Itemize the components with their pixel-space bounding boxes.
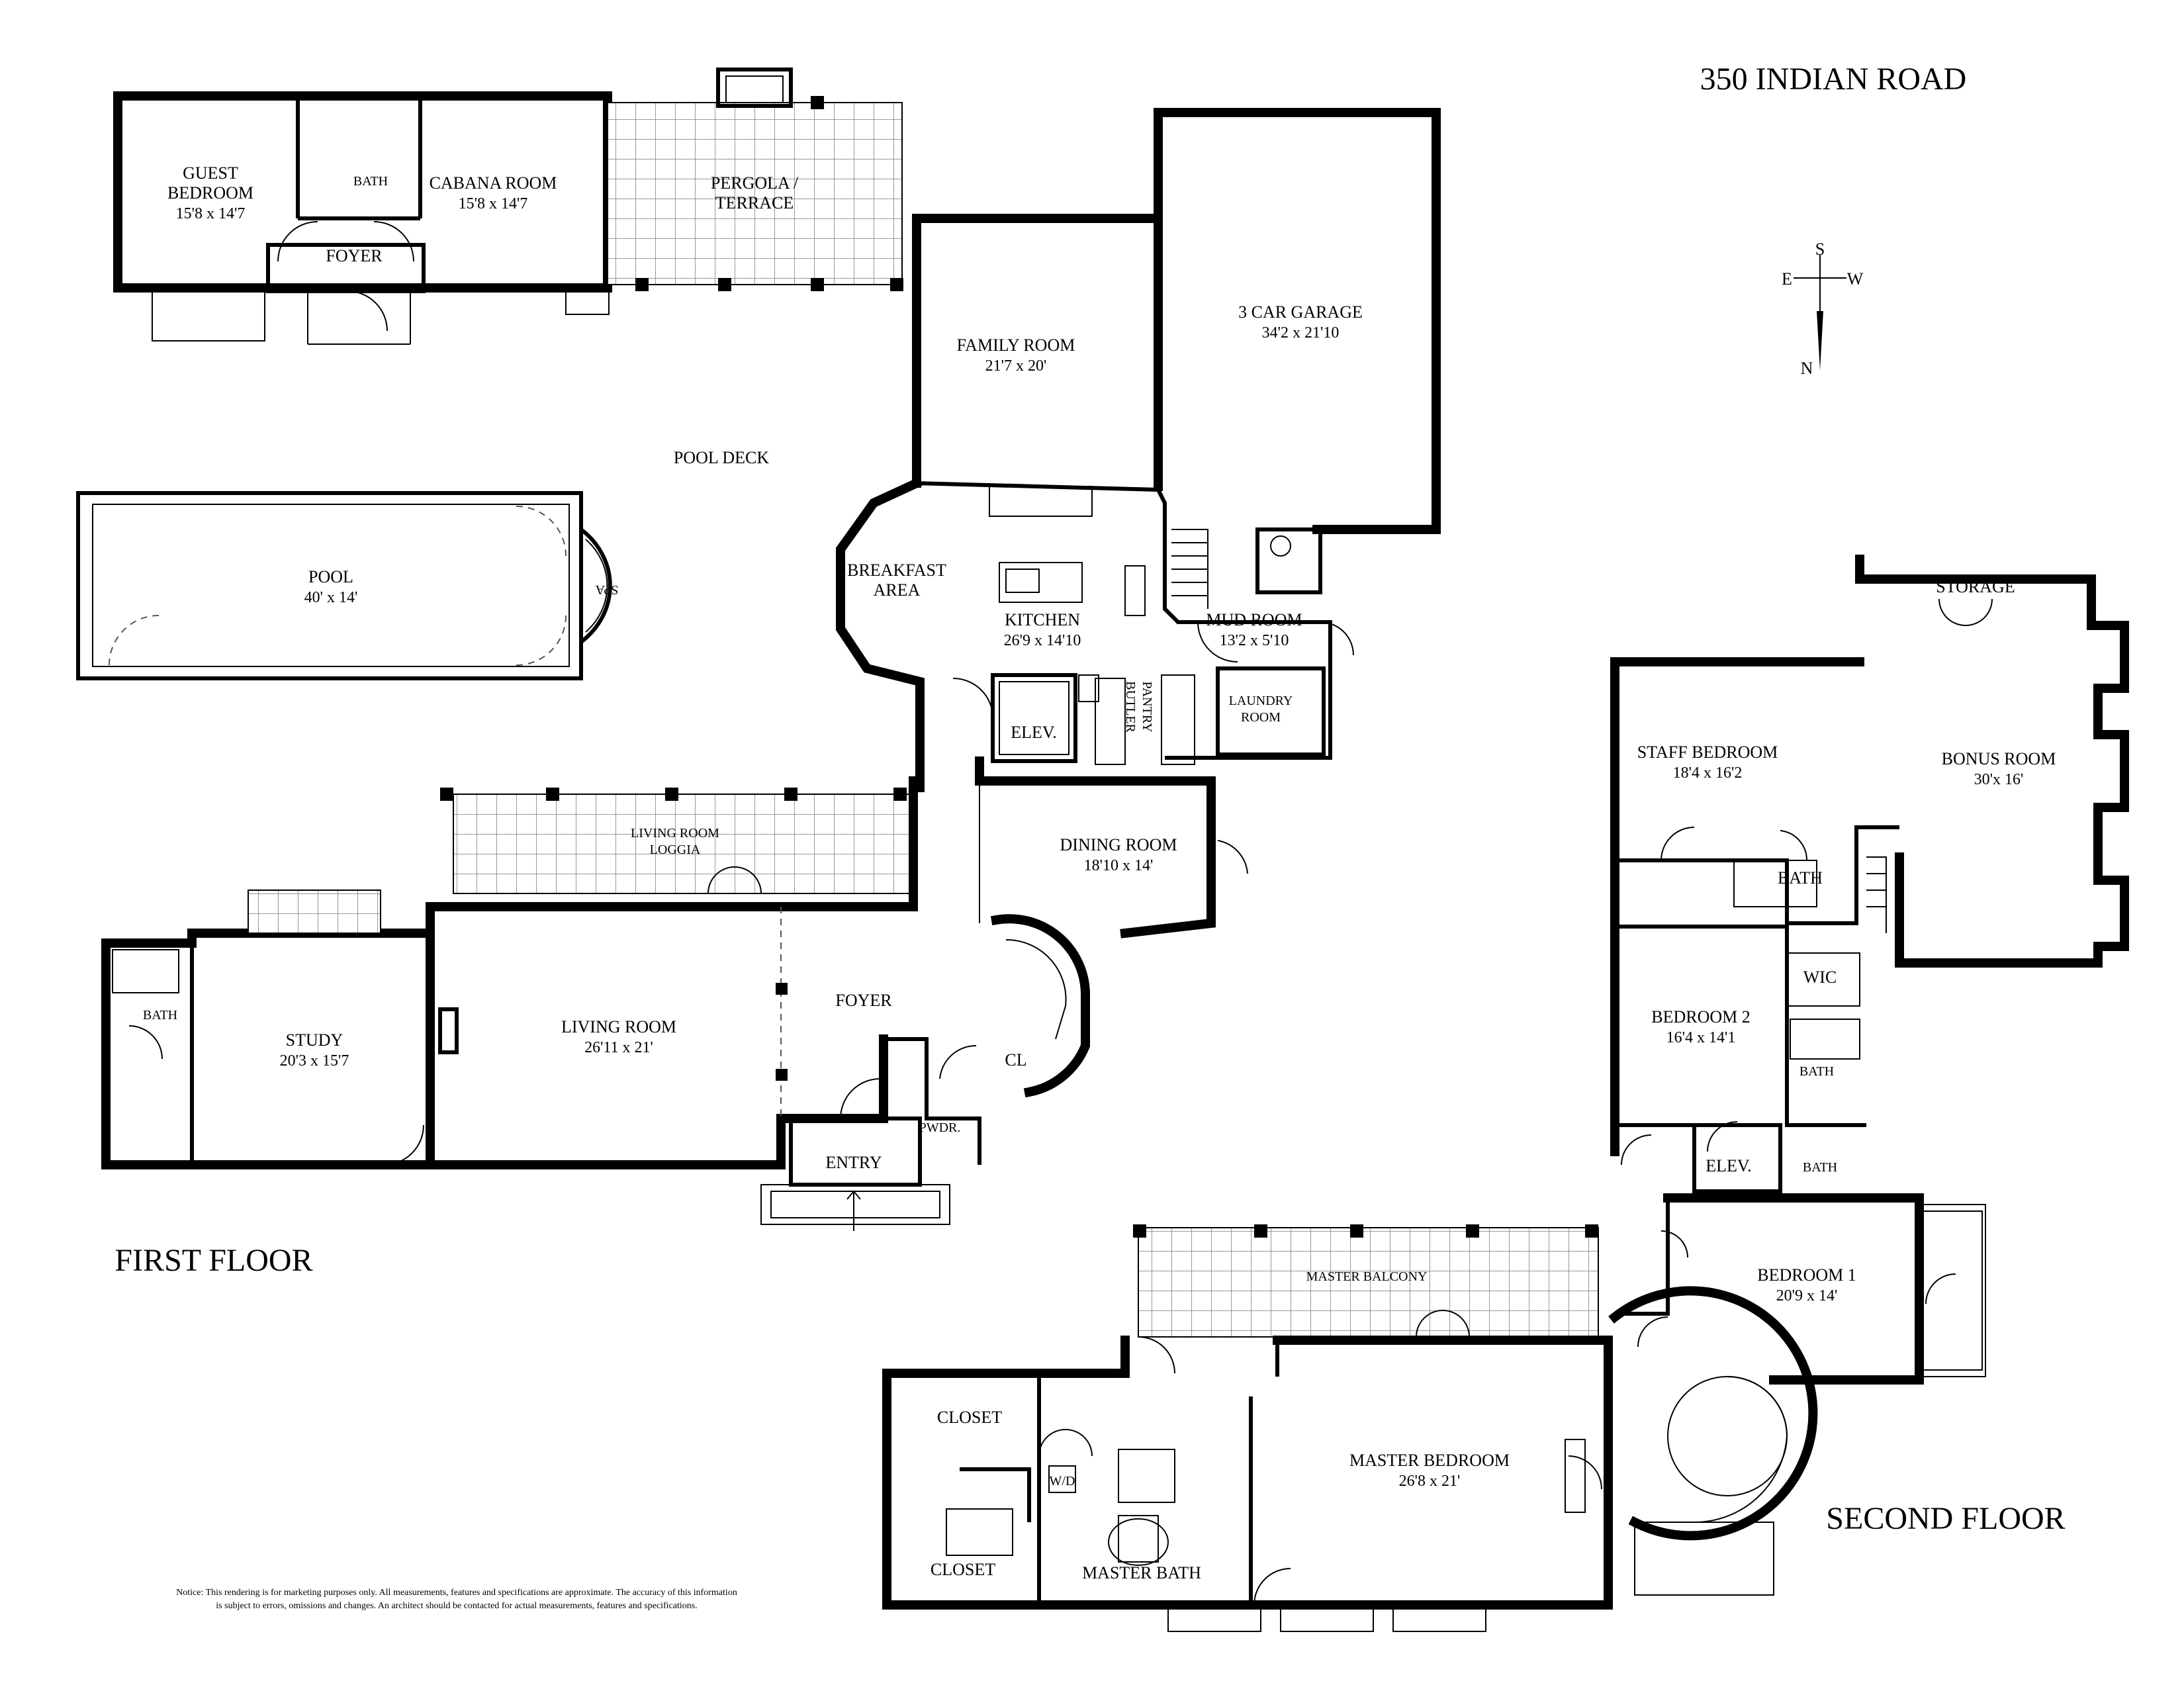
living-foyer [426,776,1090,1169]
bedroom2-bath-label: BATH [1799,1064,1834,1079]
staff-bedroom-name: STAFF BEDROOM [1637,743,1778,762]
main-house-north [836,108,1441,792]
pergola-terrace [607,68,903,291]
dining-room-dim: 18'10 x 14' [1084,857,1154,874]
laundry-name1: LAUNDRY [1229,694,1293,708]
compass-n: N [1801,359,1813,378]
study-name: STUDY [286,1030,343,1050]
garage-dim: 34'2 x 21'10 [1262,324,1340,342]
plan-title: 350 INDIAN ROAD [1700,62,1967,97]
spa-label: SPA [595,582,618,597]
guest-bedroom-name2: BEDROOM [167,183,253,203]
mud-room-name: MUD ROOM [1206,610,1302,629]
family-room-dim: 21'7 x 20' [985,357,1047,375]
pool-name: POOL [308,567,353,586]
breakfast-name1: BREAKFAST [847,561,946,580]
compass-w: W [1847,269,1864,289]
guest-bath-label: BATH [353,174,388,189]
breakfast-name2: AREA [874,580,921,600]
loggia-name2: LOGGIA [650,843,701,857]
master-balcony [1133,1224,1599,1338]
dining-room-name: DINING ROOM [1060,835,1177,854]
bedroom1-outline [1615,1193,1986,1385]
guest-bedroom-dim: 15'8 x 14'7 [176,205,246,222]
master-bath-label: MASTER BATH [1082,1563,1201,1582]
closet-top-label: CLOSET [937,1408,1002,1427]
second-floor-label: SECOND FLOOR [1826,1501,2065,1536]
living-room-loggia [440,788,911,894]
kitchen-name: KITCHEN [1005,610,1080,629]
wic-label: WIC [1803,968,1837,987]
kitchen-dim: 26'9 x 14'10 [1004,632,1081,649]
entry-steps [760,1117,950,1231]
closet-cl-label: CL [1005,1050,1026,1070]
bedroom1-name: BEDROOM 1 [1757,1265,1856,1285]
staff-bedroom-outline [1610,657,1899,1156]
staff-bath-label: BATH [1778,868,1823,888]
butler-name1: BUTLER [1123,681,1138,733]
closet-bottom-label: CLOSET [931,1560,995,1579]
first-floor-label: FIRST FLOOR [114,1243,312,1278]
pool-dim: 40' x 14' [304,589,358,606]
entry-label: ENTRY [825,1153,882,1172]
butler-name2: PANTRY [1140,681,1154,732]
laundry-name2: ROOM [1241,710,1281,725]
bedroom1-bath-label: BATH [1803,1160,1837,1175]
bonus-room-outline [1855,555,2129,968]
master-bedroom-name: MASTER BEDROOM [1349,1451,1510,1470]
powder-room-label: PWDR. [919,1120,961,1135]
family-room-name: FAMILY ROOM [957,336,1075,355]
bonus-room-name: BONUS ROOM [1942,749,2056,768]
storage-label: STORAGE [1936,577,2015,596]
pool [76,491,612,680]
study-wing [101,889,435,1169]
notice-line2: is subject to errors, omissions and chan… [216,1601,697,1611]
elevator-label-second: ELEV. [1706,1156,1752,1175]
master-suite-outline [882,1336,1613,1632]
compass [1794,255,1846,371]
living-room-dim: 26'11 x 21' [584,1039,653,1056]
bedroom2-name: BEDROOM 2 [1651,1007,1751,1026]
master-bedroom-dim: 26'8 x 21' [1399,1473,1461,1490]
pergola-name1: PERGOLA / [711,173,799,193]
living-room-name: LIVING ROOM [561,1017,676,1036]
study-dim: 20'3 x 15'7 [280,1052,349,1070]
guest-bedroom-name1: GUEST [183,163,238,183]
bonus-room-dim: 30'x 16' [1974,771,2024,788]
elevator-label-first: ELEV. [1011,723,1057,742]
cabana-room-name: CABANA ROOM [430,173,557,193]
mud-room-dim: 13'2 x 5'10 [1220,632,1289,649]
pool-deck-label: POOL DECK [674,448,769,467]
master-balcony-label: MASTER BALCONY [1306,1269,1428,1284]
pergola-name2: TERRACE [715,193,794,212]
staff-bedroom-dim: 18'4 x 16'2 [1673,764,1743,782]
guest-foyer-label: FOYER [326,246,383,265]
stair-tower [1608,1286,1818,1596]
washer-dryer-label: W/D [1050,1474,1075,1488]
garage-name: 3 CAR GARAGE [1238,302,1363,322]
notice-line1: Notice: This rendering is for marketing … [176,1588,737,1598]
main-foyer-label: FOYER [835,991,892,1010]
compass-e: E [1782,269,1792,289]
compass-s: S [1815,240,1825,259]
bedroom2-outline [1615,925,1866,1193]
study-bath-label: BATH [143,1008,177,1023]
bedroom1-dim: 20'9 x 14' [1776,1287,1838,1304]
cabana-room-dim: 15'8 x 14'7 [459,195,528,212]
bedroom2-dim: 16'4 x 14'1 [1666,1029,1736,1046]
dining-room [975,756,1248,938]
loggia-name1: LIVING ROOM [631,826,719,841]
